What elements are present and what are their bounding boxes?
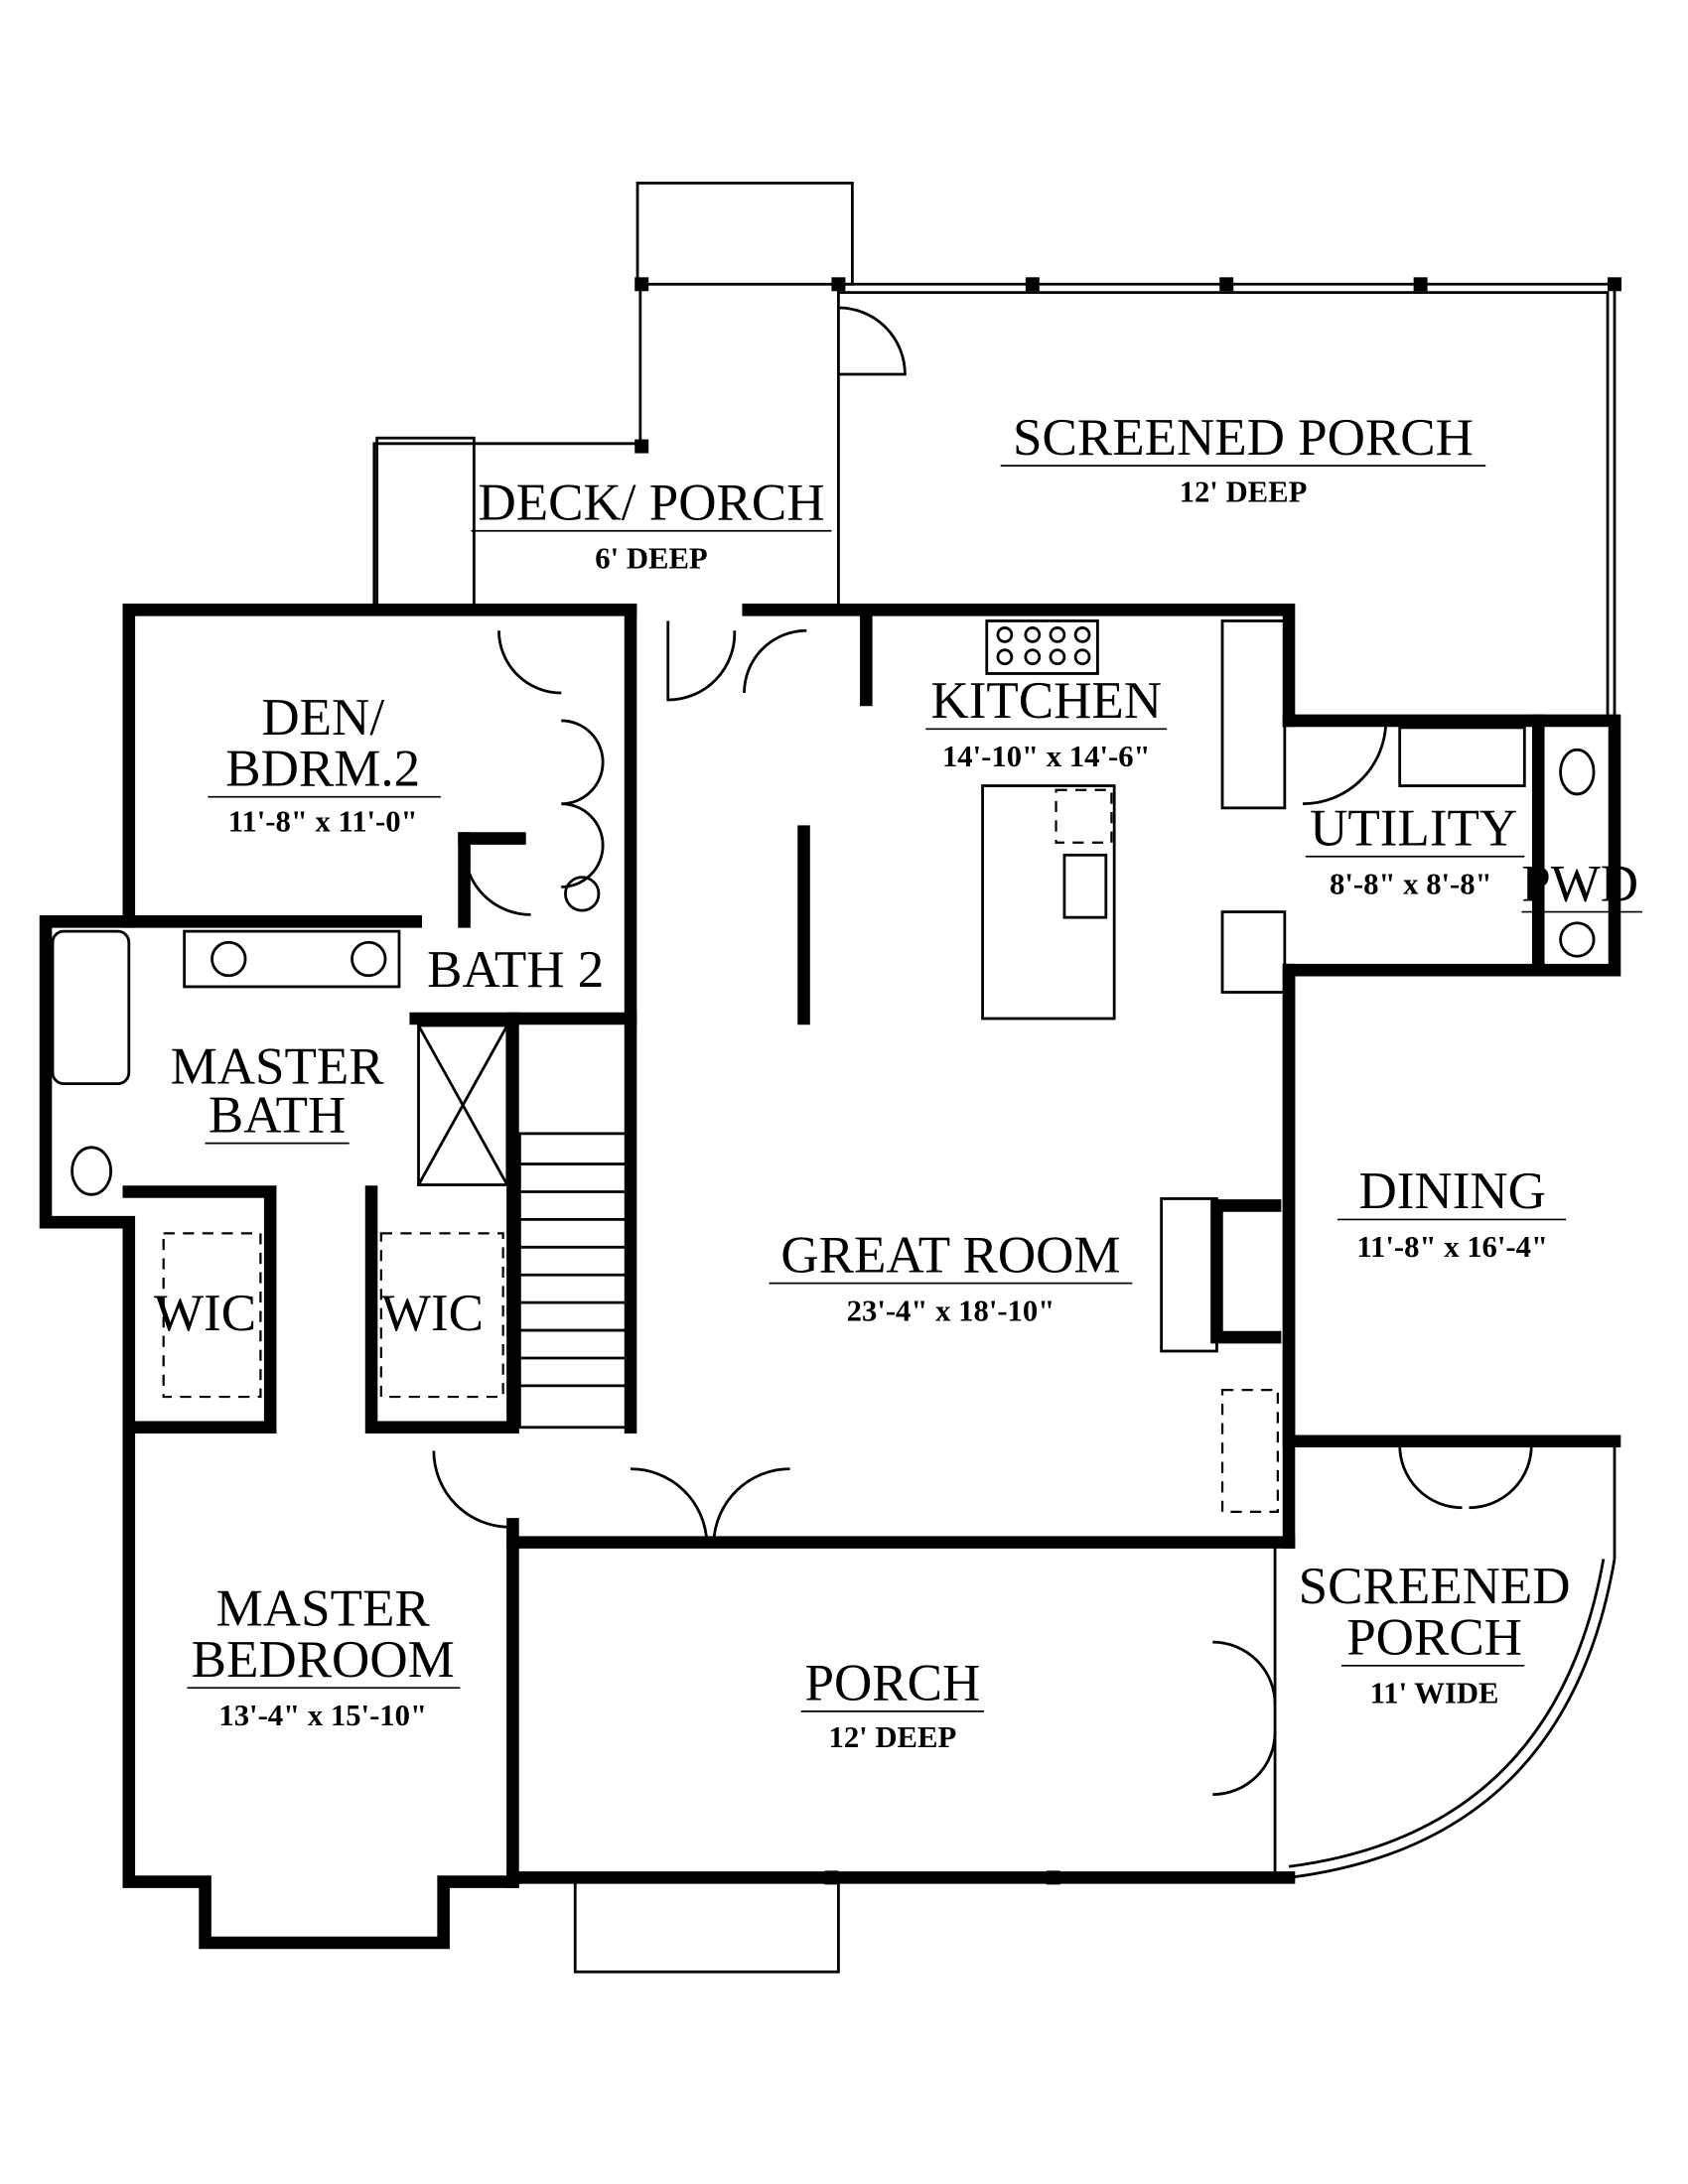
room-kitchen: KITCHEN 14'-10" x 14'-6": [925, 672, 1168, 773]
cooktop-icon: [985, 619, 1099, 675]
room-wic-left: WIC: [154, 1285, 256, 1342]
room-name-line2: BEDROOM: [192, 1631, 455, 1689]
room-note: 12' DEEP: [828, 1720, 956, 1754]
toilet-icon: [70, 1146, 113, 1196]
bathtub-icon: [51, 929, 131, 1086]
fixtures: [51, 619, 1596, 1514]
room-name-line1: MASTER: [216, 1579, 431, 1637]
sink-icon: [1559, 921, 1596, 958]
room-note: 11' WIDE: [1370, 1677, 1499, 1710]
room-note: 6' DEEP: [595, 541, 707, 575]
room-utility: UTILITY 8'-8" x 8'-8": [1305, 800, 1525, 900]
room-name-line2: PORCH: [1346, 1609, 1522, 1667]
kitchen-island: [981, 784, 1116, 1021]
room-name: PWD: [1521, 855, 1638, 912]
room-name: WIC: [381, 1285, 484, 1342]
room-name-line1: DEN/: [261, 689, 384, 747]
room-name: SCREENED PORCH: [1013, 409, 1474, 467]
room-name: WIC: [154, 1285, 256, 1342]
room-dim: 23'-4" x 18'-10": [847, 1294, 1055, 1327]
room-name-line2: BDRM.2: [225, 741, 420, 798]
room-master-bedroom: MASTER BEDROOM 13'-4" x 15'-10": [187, 1579, 461, 1732]
room-name: PORCH: [804, 1655, 980, 1712]
room-screened-porch-top: SCREENED PORCH 12' DEEP: [1000, 409, 1486, 508]
stairs: [518, 1132, 630, 1430]
room-porch: PORCH 12' DEEP: [800, 1655, 984, 1754]
room-deck-porch: DECK/ PORCH 6' DEEP: [471, 475, 832, 575]
room-note: 12' DEEP: [1180, 475, 1308, 508]
room-dim: 13'-4" x 15'-10": [218, 1699, 427, 1732]
room-screened-porch-side: SCREENED PORCH 11' WIDE: [1299, 1558, 1571, 1709]
exterior-walls: [39, 604, 1621, 1950]
room-pwd: PWD: [1521, 855, 1642, 913]
room-den: DEN/ BDRM.2 11'-8" x 11'-0": [208, 689, 441, 839]
porch-screens: [372, 182, 1622, 1974]
doors: [432, 306, 1533, 1797]
fireplace-hearth: [1160, 1197, 1218, 1353]
room-name: KITCHEN: [930, 672, 1162, 730]
room-master-bath: MASTER BATH: [171, 1038, 385, 1145]
room-name: BATH 2: [427, 941, 604, 999]
room-dim: 11'-8" x 16'-4": [1356, 1230, 1548, 1264]
room-name: DECK/ PORCH: [478, 475, 824, 532]
room-name: GREAT ROOM: [780, 1226, 1120, 1284]
toilet-icon: [1559, 748, 1596, 796]
shower: [417, 1024, 509, 1186]
room-name: DINING: [1358, 1162, 1545, 1220]
room-name-line1: SCREENED: [1299, 1558, 1571, 1615]
room-name-line2: BATH: [209, 1086, 346, 1144]
vanity: [183, 929, 401, 989]
room-wic-right: WIC: [381, 1285, 484, 1342]
room-bath-2: BATH 2: [427, 941, 604, 999]
room-dining: DINING 11'-8" x 16'-4": [1336, 1162, 1567, 1264]
room-dim: 8'-8" x 8'-8": [1330, 867, 1492, 900]
room-dim: 14'-10" x 14'-6": [942, 740, 1151, 773]
room-name-line1: MASTER: [171, 1038, 385, 1096]
room-dim: 11'-8" x 11'-0": [228, 805, 418, 839]
sink-icon: [1062, 853, 1108, 919]
room-name: UTILITY: [1310, 800, 1517, 858]
washer-dryer: [1398, 726, 1526, 787]
room-great-room: GREAT ROOM 23'-4" x 18'-10": [769, 1226, 1133, 1327]
